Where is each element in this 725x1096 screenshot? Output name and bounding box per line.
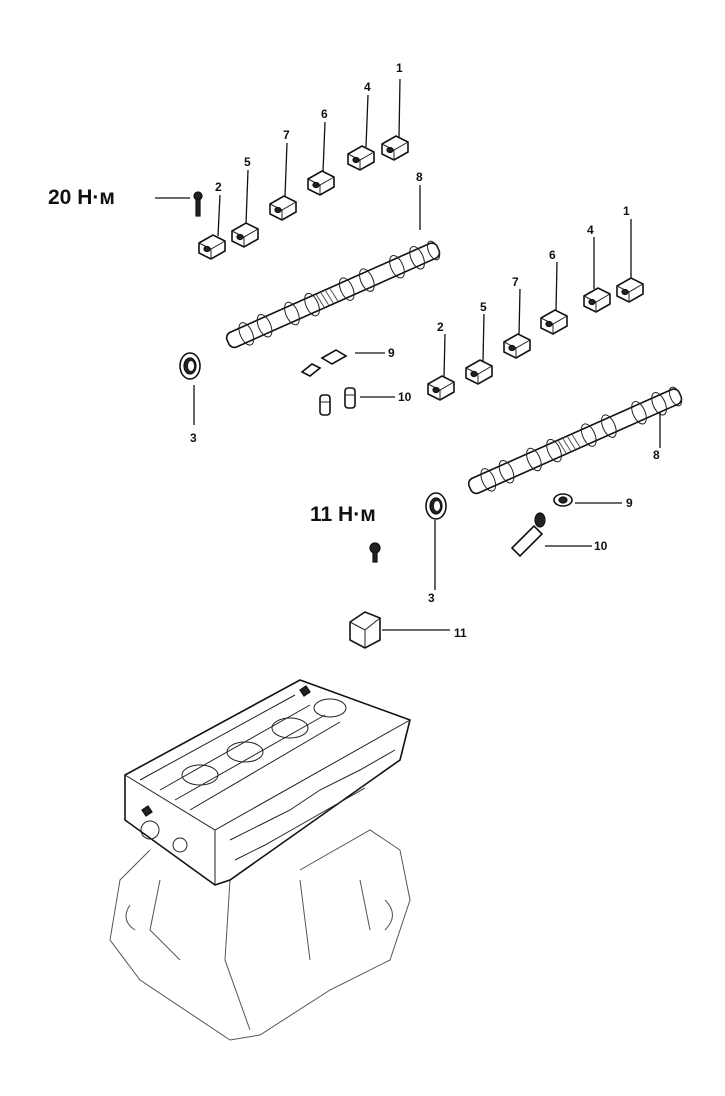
bearing-cap-6: [307, 170, 335, 196]
callout-2: 2: [215, 180, 222, 194]
callout-1: 1: [396, 61, 403, 75]
bearing-cap-1: [616, 277, 644, 303]
lash-adjuster-10-upper: [344, 387, 356, 409]
callout-3: 3: [190, 431, 197, 445]
callout-10: 10: [594, 539, 608, 553]
callout-7: 7: [512, 275, 519, 289]
bearing-cap-2: [427, 375, 455, 401]
bearing-cap-4: [583, 287, 611, 313]
upper-assembly: 20 Н·м 1 4 6 7 5 2 8 9 10: [48, 61, 444, 445]
callout-4: 4: [364, 80, 371, 94]
camshaft-lower: [464, 382, 686, 500]
lash-adjuster-10-lower: [510, 512, 546, 558]
callout-9: 9: [388, 346, 395, 360]
bolt-icon: [369, 542, 381, 563]
oil-seal-lower: [425, 492, 447, 520]
camshaft-upper: [222, 236, 444, 354]
callout-3: 3: [428, 591, 435, 605]
bearing-cap-2: [198, 234, 226, 260]
engine-block: [109, 829, 411, 1041]
callout-11: 11: [454, 626, 467, 640]
bearing-cap-1: [381, 135, 409, 161]
cylinder-head: [124, 679, 411, 886]
rocker-9-lower: [553, 493, 573, 507]
bearing-cap-7: [503, 333, 531, 359]
callout-6: 6: [549, 248, 556, 262]
oil-seal-upper: [179, 352, 201, 380]
callout-5: 5: [480, 300, 487, 314]
bolt-icon: [193, 191, 203, 217]
bearing-cap-6: [540, 309, 568, 335]
callout-9: 9: [626, 496, 633, 510]
rocker-9-upper: [300, 349, 348, 377]
callout-6: 6: [321, 107, 328, 121]
callout-10: 10: [398, 390, 412, 404]
callout-1: 1: [623, 204, 630, 218]
callout-7: 7: [283, 128, 290, 142]
lash-adjuster-10-upper: [319, 394, 331, 416]
callout-8: 8: [653, 448, 660, 462]
torque-label-upper: 20 Н·м: [48, 186, 115, 209]
callout-8: 8: [416, 170, 423, 184]
callout-4: 4: [587, 223, 594, 237]
bearing-cap-5: [465, 359, 493, 385]
callout-5: 5: [244, 155, 251, 169]
lower-assembly: 11 Н·м 1 4 6 7 5 2 8 9 10 3 11: [310, 204, 686, 649]
torque-label-lower: 11 Н·м: [310, 503, 376, 526]
bracket-11: [349, 611, 381, 649]
callout-2: 2: [437, 320, 444, 334]
bearing-cap-7: [269, 195, 297, 221]
bearing-cap-4: [347, 145, 375, 171]
bearing-cap-5: [231, 222, 259, 248]
